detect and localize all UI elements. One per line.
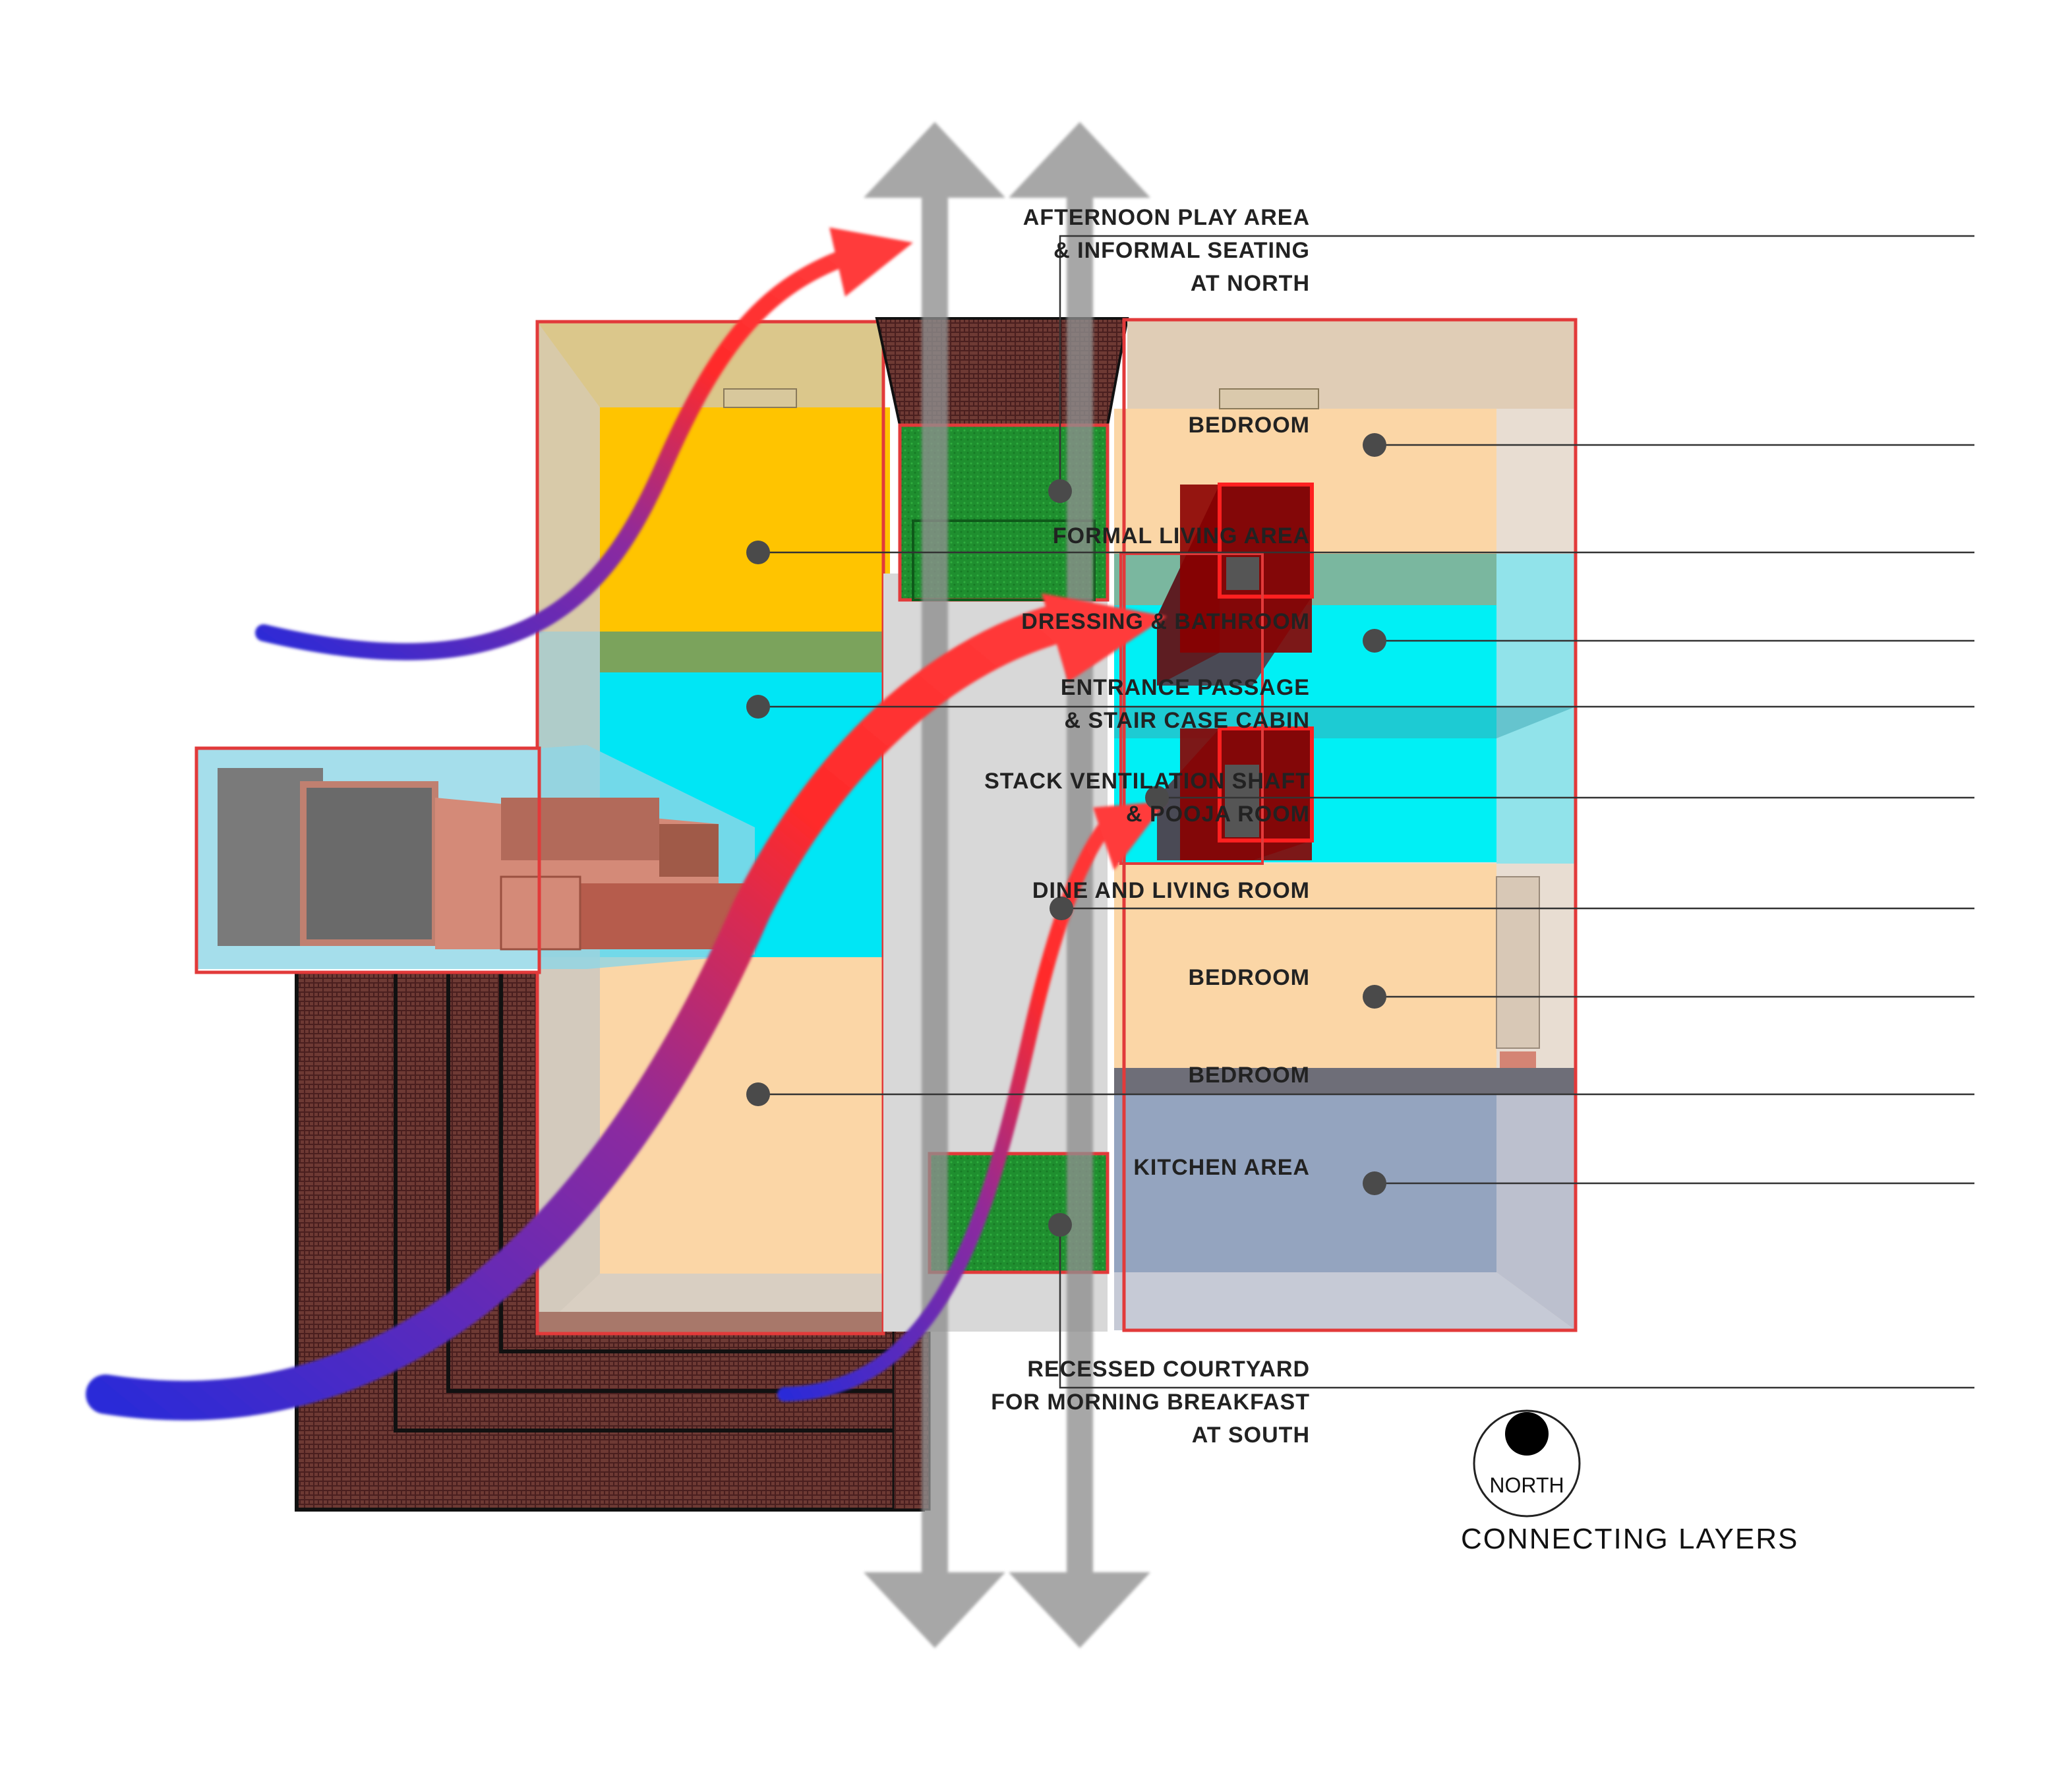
wind-arrow-north bbox=[255, 252, 846, 661]
marker-bedroom-3 bbox=[746, 1082, 770, 1106]
label-bedroom-north: BEDROOM bbox=[901, 409, 1310, 442]
label-afternoon-play-area: AFTERNOON PLAY AREA & INFORMAL SEATING A… bbox=[901, 201, 1310, 300]
wind-arrow-south bbox=[777, 817, 1115, 1401]
label-line: AFTERNOON PLAY AREA bbox=[1022, 205, 1310, 230]
label-line: DINE AND LIVING ROOM bbox=[1032, 878, 1310, 903]
diagram-title: CONNECTING LAYERS bbox=[1461, 1523, 1799, 1555]
north-compass-icon bbox=[1473, 1409, 1581, 1518]
leader-lines bbox=[758, 235, 1974, 1389]
label-line: AT NORTH bbox=[1190, 271, 1310, 296]
label-line: & STAIR CASE CABIN bbox=[1064, 708, 1310, 733]
north-label: NORTH bbox=[1489, 1473, 1564, 1497]
label-line: BEDROOM bbox=[1188, 1063, 1310, 1088]
label-kitchen-area: KITCHEN AREA bbox=[901, 1151, 1310, 1184]
wind-arrows bbox=[86, 227, 1167, 1421]
label-recessed-courtyard: RECESSED COURTYARD FOR MORNING BREAKFAST… bbox=[901, 1353, 1310, 1452]
marker-formal-living bbox=[746, 541, 770, 564]
afternoon-room-fill bbox=[600, 407, 890, 632]
label-entrance-passage: ENTRANCE PASSAGE & STAIR CASE CABIN bbox=[901, 671, 1310, 737]
label-stack-ventilation: STACK VENTILATION SHAFT & POOJA ROOM bbox=[901, 765, 1310, 831]
label-line: AT SOUTH bbox=[1191, 1423, 1310, 1448]
marker-kitchen bbox=[1363, 1171, 1386, 1195]
entrance-frame bbox=[194, 746, 541, 974]
label-line: DRESSING & BATHROOM bbox=[1021, 609, 1310, 634]
marker-bedroom-1 bbox=[1363, 433, 1386, 457]
label-dressing-bathroom: DRESSING & BATHROOM bbox=[901, 605, 1310, 638]
marker-afternoon bbox=[1048, 479, 1072, 503]
label-dine-living-room: DINE AND LIVING ROOM bbox=[901, 874, 1310, 907]
room-markers bbox=[746, 433, 1386, 1237]
marker-entrance bbox=[746, 695, 770, 719]
marker-bedroom-2 bbox=[1363, 985, 1386, 1009]
label-line: KITCHEN AREA bbox=[1133, 1155, 1310, 1180]
label-line: STACK VENTILATION SHAFT bbox=[984, 769, 1310, 794]
label-bedroom-west: BEDROOM bbox=[901, 1059, 1310, 1092]
marker-dressing bbox=[1363, 629, 1386, 653]
wind-arrow-middle bbox=[86, 606, 1068, 1421]
marker-dine bbox=[1050, 897, 1073, 920]
label-formal-living-area: FORMAL LIVING AREA bbox=[901, 519, 1310, 552]
marker-stack bbox=[1145, 786, 1169, 810]
label-line: & INFORMAL SEATING bbox=[1053, 238, 1310, 263]
label-line: RECESSED COURTYARD bbox=[1027, 1357, 1310, 1382]
label-line: ENTRANCE PASSAGE bbox=[1060, 675, 1310, 700]
bedroom-south-fill bbox=[1114, 864, 1496, 1068]
marker-courtyard bbox=[1048, 1213, 1072, 1237]
label-line: FOR MORNING BREAKFAST bbox=[991, 1390, 1310, 1415]
entrance-cantilever bbox=[194, 745, 755, 974]
air-flow-arrows bbox=[864, 122, 1150, 1648]
label-line: FORMAL LIVING AREA bbox=[1052, 523, 1310, 548]
label-line: BEDROOM bbox=[1188, 965, 1310, 990]
label-bedroom-south: BEDROOM bbox=[901, 961, 1310, 994]
label-line: BEDROOM bbox=[1188, 413, 1310, 438]
stack-ventilation-shafts bbox=[1119, 483, 1314, 865]
label-line: & POOJA ROOM bbox=[1126, 802, 1310, 827]
